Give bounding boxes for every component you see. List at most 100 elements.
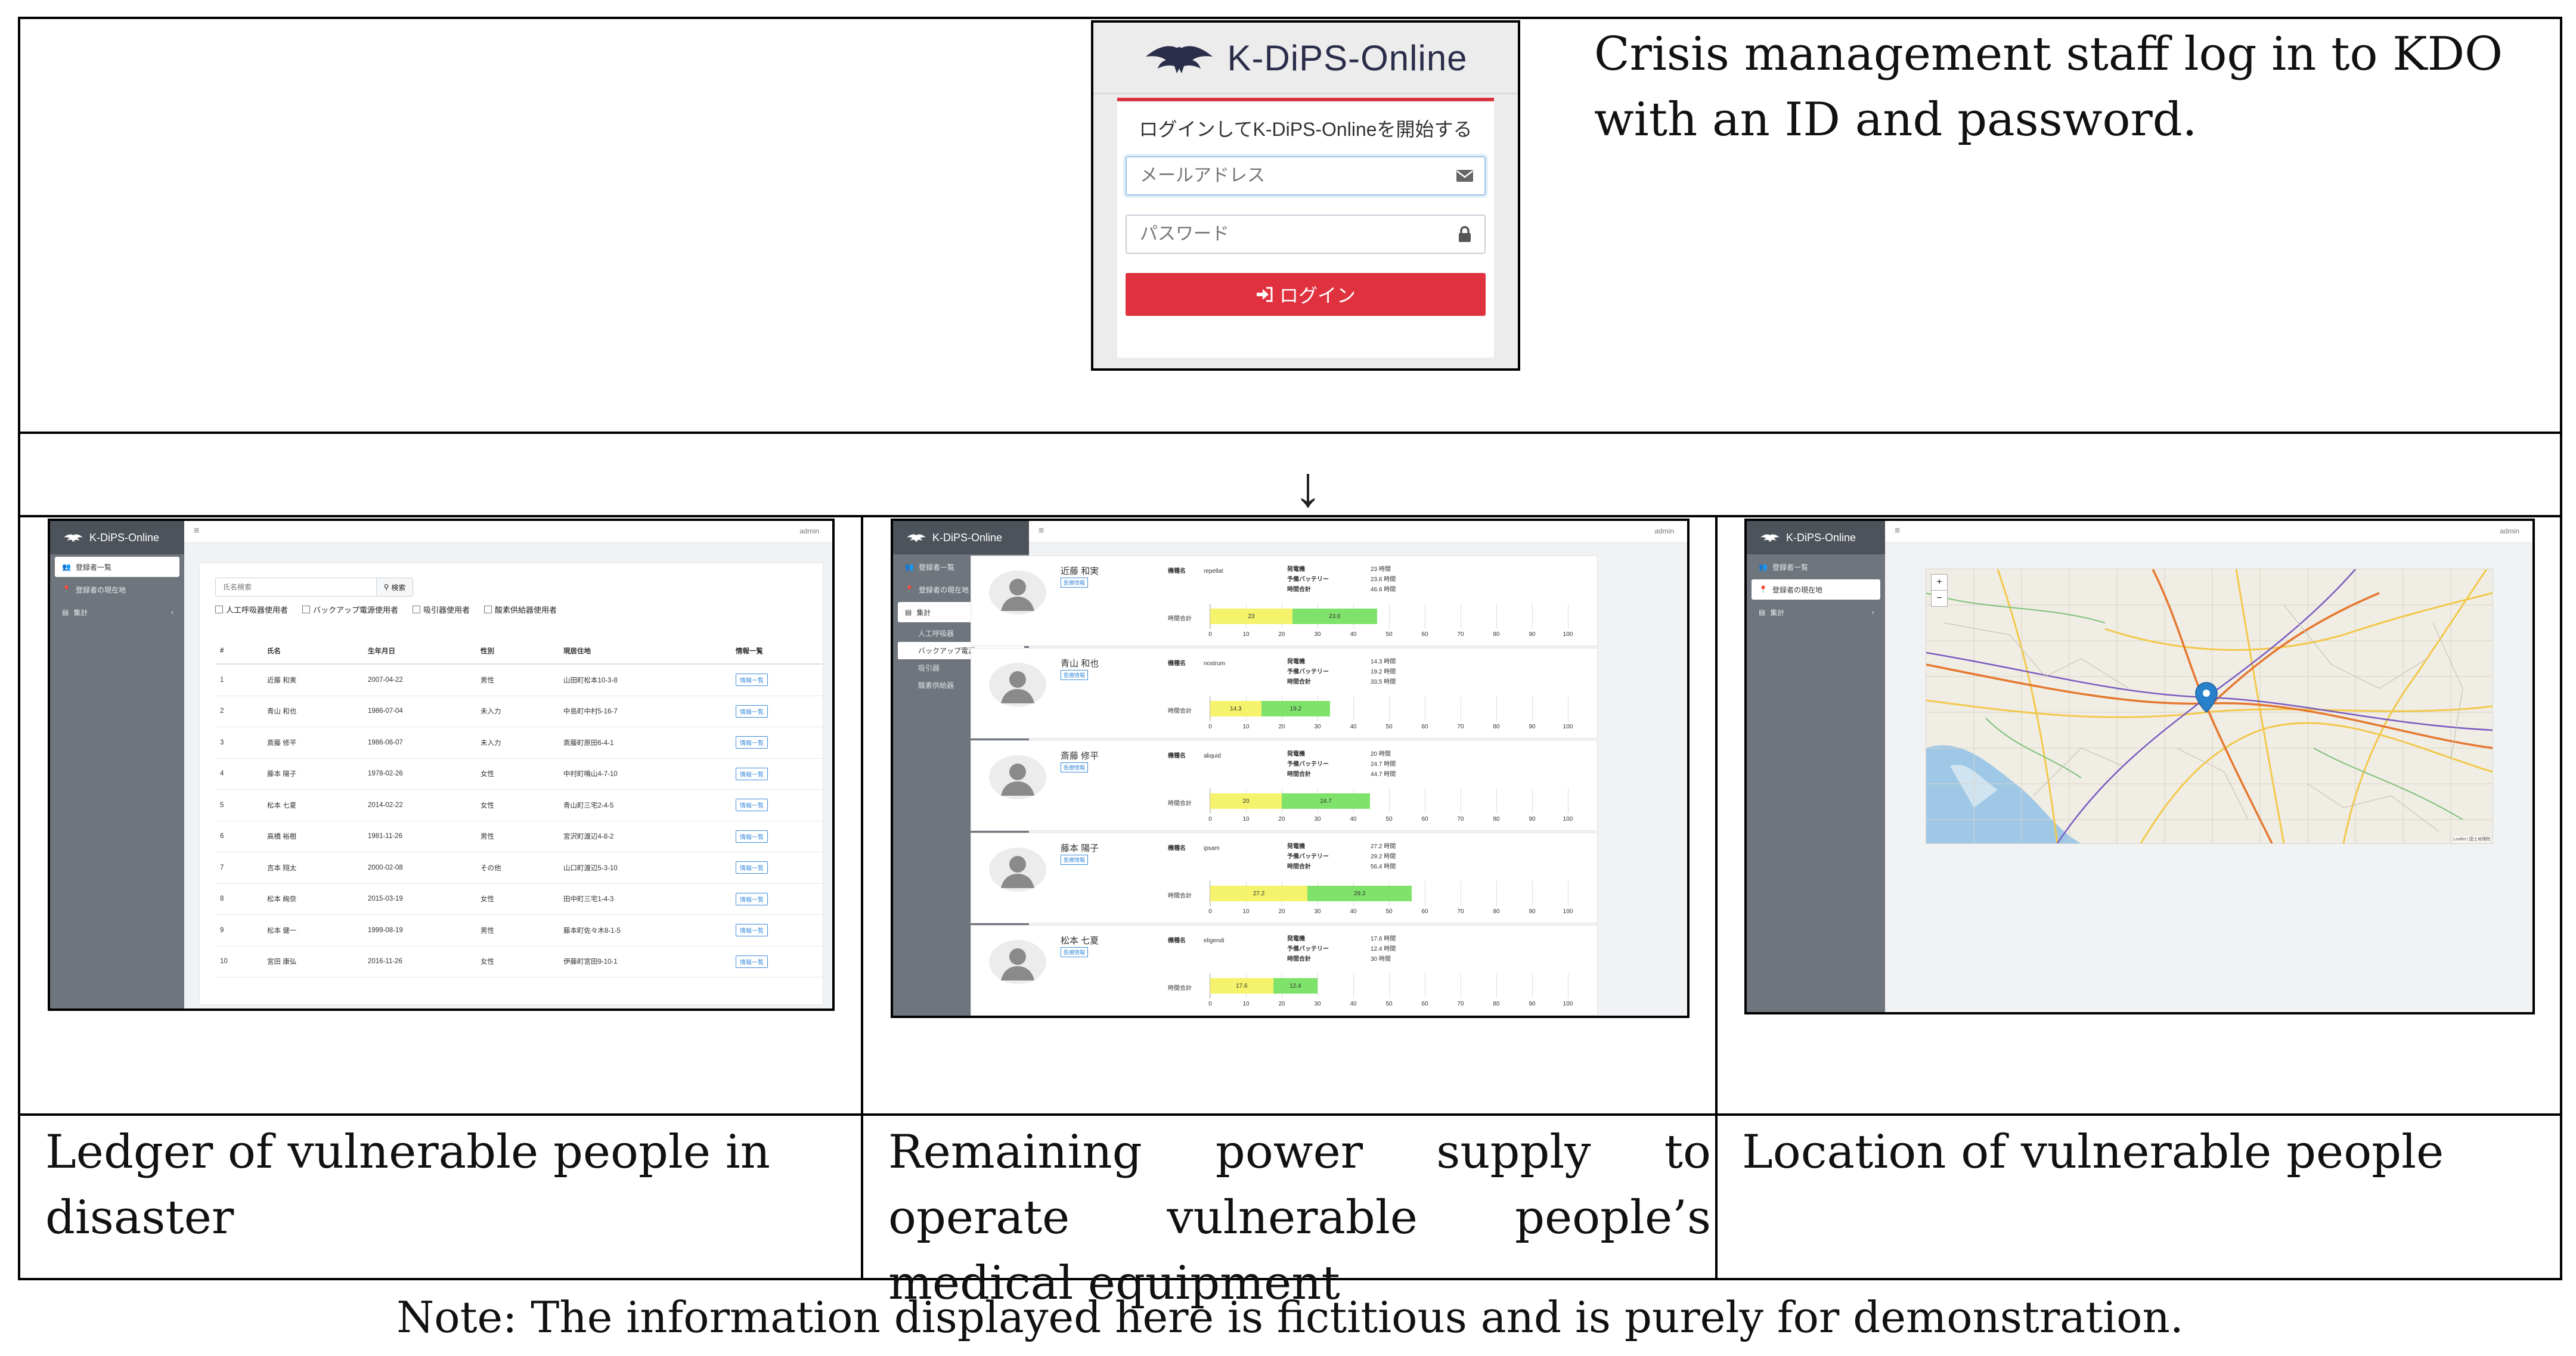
bar-value-label: 23.6 bbox=[1329, 613, 1341, 620]
info-list-button[interactable]: 情報一覧 bbox=[736, 861, 768, 874]
axis-tick-label: 0 bbox=[1208, 1001, 1212, 1007]
sidebar-item-locations[interactable]: 📍登録者の現在地 bbox=[898, 579, 1024, 600]
stat-value: 27.2 時間 bbox=[1371, 843, 1396, 850]
zoom-in-button[interactable]: + bbox=[1936, 577, 1942, 587]
login-header: K-DiPS-Online bbox=[1093, 23, 1518, 94]
checkbox[interactable] bbox=[302, 606, 311, 613]
filter-suction[interactable]: 吸引器使用者 bbox=[413, 604, 470, 615]
grid-line bbox=[1496, 604, 1497, 629]
sidebar-item-registrants[interactable]: 👥登録者一覧 bbox=[898, 557, 1024, 577]
info-list-button[interactable]: 情報一覧 bbox=[736, 674, 768, 687]
table-cell: 2016-11-26 bbox=[363, 946, 476, 978]
grid-line bbox=[1532, 696, 1533, 721]
info-list-button[interactable]: 情報一覧 bbox=[736, 830, 768, 843]
sidebar-item-aggregate[interactable]: ▤集計‹ bbox=[1752, 602, 1880, 622]
login-button[interactable]: ログイン bbox=[1126, 273, 1486, 316]
stat-value: 33.5 時間 bbox=[1371, 679, 1396, 685]
filter-backup[interactable]: バックアップ電源使用者 bbox=[302, 604, 398, 615]
info-list-button[interactable]: 情報一覧 bbox=[736, 892, 768, 905]
password-input[interactable] bbox=[1127, 216, 1484, 253]
stat-label: 発電機 bbox=[1287, 843, 1305, 850]
medical-info-button[interactable]: 医療情報 bbox=[1061, 762, 1089, 772]
medical-info-button[interactable]: 医療情報 bbox=[1061, 855, 1089, 865]
map-tiles bbox=[1926, 569, 2493, 843]
sidebar-item-locations[interactable]: 📍 登録者の現在地 bbox=[1752, 579, 1880, 600]
axis-tick-label: 0 bbox=[1208, 908, 1212, 915]
col-header: 現居住地 bbox=[559, 638, 731, 665]
stat-value: 19.2 時間 bbox=[1371, 669, 1396, 675]
stat-value: 44.7 時間 bbox=[1371, 771, 1396, 778]
row-divider bbox=[20, 1113, 2560, 1116]
menu-icon[interactable]: ≡ bbox=[1039, 526, 1044, 536]
info-list-button[interactable]: 情報一覧 bbox=[736, 799, 768, 812]
table-cell: 斎藤町原田6-4-1 bbox=[559, 727, 731, 759]
sidebar-brand: K-DiPS-Online bbox=[50, 521, 184, 554]
info-list-button[interactable]: 情報一覧 bbox=[736, 767, 768, 780]
checkbox[interactable] bbox=[413, 606, 421, 613]
sidebar-item-registrants[interactable]: 👥登録者一覧 bbox=[1752, 557, 1880, 577]
table-cell: 情報一覧 bbox=[731, 727, 823, 759]
grid-line bbox=[1532, 881, 1533, 906]
grid-line bbox=[1496, 881, 1497, 906]
table-cell: その他 bbox=[476, 852, 559, 884]
checkbox[interactable] bbox=[215, 606, 223, 613]
bar-value-label: 17.6 bbox=[1236, 982, 1248, 989]
checkbox[interactable] bbox=[484, 606, 492, 613]
table-cell: 中島町中村5-16-7 bbox=[559, 696, 731, 727]
map-pin-icon: 📍 bbox=[1759, 585, 1768, 594]
sidebar-subitem-suction[interactable]: 吸引器 bbox=[918, 664, 940, 672]
zoom-out-button[interactable]: − bbox=[1932, 590, 1947, 606]
medical-info-button[interactable]: 医療情報 bbox=[1061, 578, 1089, 588]
sidebar-subitem-oxygen[interactable]: 酸素供給器 bbox=[918, 681, 954, 690]
table-cell: 松本 絢奈 bbox=[262, 883, 363, 915]
grid-line bbox=[1496, 789, 1497, 814]
info-list-button[interactable]: 情報一覧 bbox=[736, 736, 768, 749]
info-list-button[interactable]: 情報一覧 bbox=[736, 705, 768, 718]
admin-user[interactable]: admin bbox=[799, 527, 819, 535]
caption-location: Location of vulnerable people bbox=[1742, 1125, 2444, 1179]
search-input[interactable] bbox=[216, 578, 376, 596]
password-field[interactable] bbox=[1126, 215, 1486, 254]
sidebar-item-registrants[interactable]: 👥登録者一覧 bbox=[55, 557, 179, 577]
generator-bar: 14.3 bbox=[1210, 701, 1261, 716]
filter-oxygen[interactable]: 酸素供給器使用者 bbox=[484, 604, 557, 615]
axis-tick-label: 20 bbox=[1278, 724, 1285, 730]
admin-user[interactable]: admin bbox=[2500, 527, 2519, 535]
email-input[interactable] bbox=[1127, 157, 1484, 194]
admin-user[interactable]: admin bbox=[1654, 527, 1674, 535]
table-cell: 情報一覧 bbox=[731, 883, 823, 915]
info-list-button[interactable]: 情報一覧 bbox=[736, 955, 768, 968]
generator-bar: 20 bbox=[1210, 793, 1282, 809]
sidebar-subitem-ventilator[interactable]: 人工呼吸器 bbox=[918, 629, 954, 638]
axis-tick-label: 90 bbox=[1529, 724, 1536, 730]
sidebar-item-aggregate[interactable]: ▤集計‹ bbox=[55, 602, 179, 622]
axis-tick-label: 20 bbox=[1278, 816, 1285, 823]
device-name: aliquid bbox=[1204, 753, 1221, 759]
bar-label: 時間合計 bbox=[1168, 893, 1192, 899]
location-map[interactable]: + − Leaflet | 国土地理院 bbox=[1926, 569, 2493, 844]
info-list-button[interactable]: 情報一覧 bbox=[736, 924, 768, 937]
medical-info-button[interactable]: 医療情報 bbox=[1061, 670, 1089, 680]
map-attribution[interactable]: Leaflet | 国土地理院 bbox=[2453, 836, 2490, 842]
person-name: 近藤 和実 bbox=[1061, 566, 1099, 576]
menu-icon[interactable]: ≡ bbox=[194, 526, 200, 536]
sidebar-item-label: 登録者の現在地 bbox=[1772, 585, 1822, 594]
generator-bar: 27.2 bbox=[1210, 886, 1308, 901]
menu-icon[interactable]: ≡ bbox=[1895, 526, 1901, 536]
email-field[interactable] bbox=[1126, 156, 1486, 196]
sidebar-item-label: 集計 bbox=[73, 608, 88, 617]
flow-arrow: ↓ bbox=[1294, 455, 1322, 519]
medical-info-button[interactable]: 医療情報 bbox=[1061, 947, 1089, 957]
sidebar-item-locations[interactable]: 📍登録者の現在地 bbox=[55, 579, 179, 600]
search-button[interactable]: ⚲検索 bbox=[376, 578, 413, 596]
filter-ventilator[interactable]: 人工呼吸器使用者 bbox=[215, 604, 288, 615]
caption-power: Remaining power supply to operate vulner… bbox=[888, 1125, 1711, 1310]
device-label: 機種名 bbox=[1168, 845, 1186, 852]
